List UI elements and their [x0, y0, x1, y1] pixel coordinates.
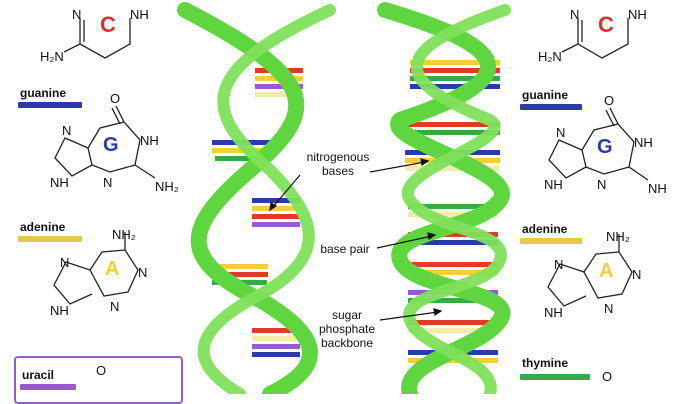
atom-n: N [60, 256, 69, 270]
rung [252, 222, 300, 227]
atom-n: N [110, 300, 119, 314]
atom-nh: NH [50, 176, 69, 190]
atom-nh: NH [648, 182, 667, 196]
callout-sugar-phosphate-backbone: sugar phosphate backbone [312, 308, 382, 350]
uracil-label: uracil [22, 368, 54, 382]
callout-line: bases [300, 164, 376, 178]
guanine-letter-left: G [103, 138, 119, 152]
rung [252, 214, 300, 219]
uracil-color-bar [20, 384, 76, 390]
atom-n: N [597, 178, 606, 192]
rung [252, 336, 300, 341]
callout-nitrogenous-bases: nitrogenous bases [300, 150, 376, 178]
atom-nh2: NH₂ [155, 180, 179, 194]
atom-o: O [604, 94, 614, 108]
adenine-label-right: adenine [522, 222, 567, 236]
guanine-color-bar-left [18, 102, 82, 108]
atom-o: O [602, 370, 612, 384]
atom-nh: NH [50, 304, 69, 318]
atom-n: N [570, 8, 579, 22]
cytosine-structure-left [64, 18, 130, 58]
guanine-letter-right: G [597, 140, 613, 154]
rung [408, 320, 498, 325]
atom-n: N [103, 176, 112, 190]
guanine-label-right: guanine [522, 88, 568, 102]
adenine-color-bar-left [18, 236, 82, 242]
atom-nh: NH [634, 136, 653, 150]
arrowhead [434, 309, 441, 315]
atom-nh2: NH₂ [112, 228, 136, 242]
atom-o: O [110, 92, 120, 106]
thymine-color-bar [520, 374, 590, 380]
atom-nh: NH [628, 8, 647, 22]
atom-h2n: H₂N [40, 50, 64, 64]
atom-nh: NH [140, 134, 159, 148]
cytosine-letter-left: C [100, 18, 116, 32]
left-helix [185, 10, 330, 394]
atom-n: N [138, 266, 147, 280]
atom-nh: NH [544, 178, 563, 192]
right-helix [385, 10, 505, 394]
adenine-color-bar-right [520, 238, 582, 244]
adenine-label-left: adenine [20, 220, 65, 234]
rung [408, 262, 498, 267]
rung [252, 344, 300, 349]
callout-line: backbone [312, 336, 382, 350]
adenine-letter-left: A [105, 262, 119, 276]
atom-n: N [556, 126, 565, 140]
atom-n: N [62, 124, 71, 138]
atom-o: O [96, 364, 106, 378]
atom-n: N [554, 258, 563, 272]
atom-nh: NH [544, 306, 563, 320]
callout-line: nitrogenous [300, 150, 376, 164]
cytosine-structure-right [562, 18, 628, 58]
atom-nh: NH [130, 8, 149, 22]
callout-line: phosphate [312, 322, 382, 336]
right-backbone-strand-a [385, 10, 502, 394]
guanine-label-left: guanine [20, 86, 66, 100]
atom-n: N [72, 8, 81, 22]
atom-n: N [604, 302, 613, 316]
rung [252, 352, 300, 357]
callout-base-pair: base pair [312, 242, 378, 256]
callout-line: sugar [312, 308, 382, 322]
atom-h2n: H₂N [538, 50, 562, 64]
atom-nh2: NH₂ [606, 230, 630, 244]
cytosine-letter-right: C [598, 18, 614, 32]
guanine-color-bar-right [520, 104, 582, 110]
adenine-letter-right: A [599, 264, 613, 278]
thymine-label: thymine [522, 356, 568, 370]
atom-n: N [632, 268, 641, 282]
